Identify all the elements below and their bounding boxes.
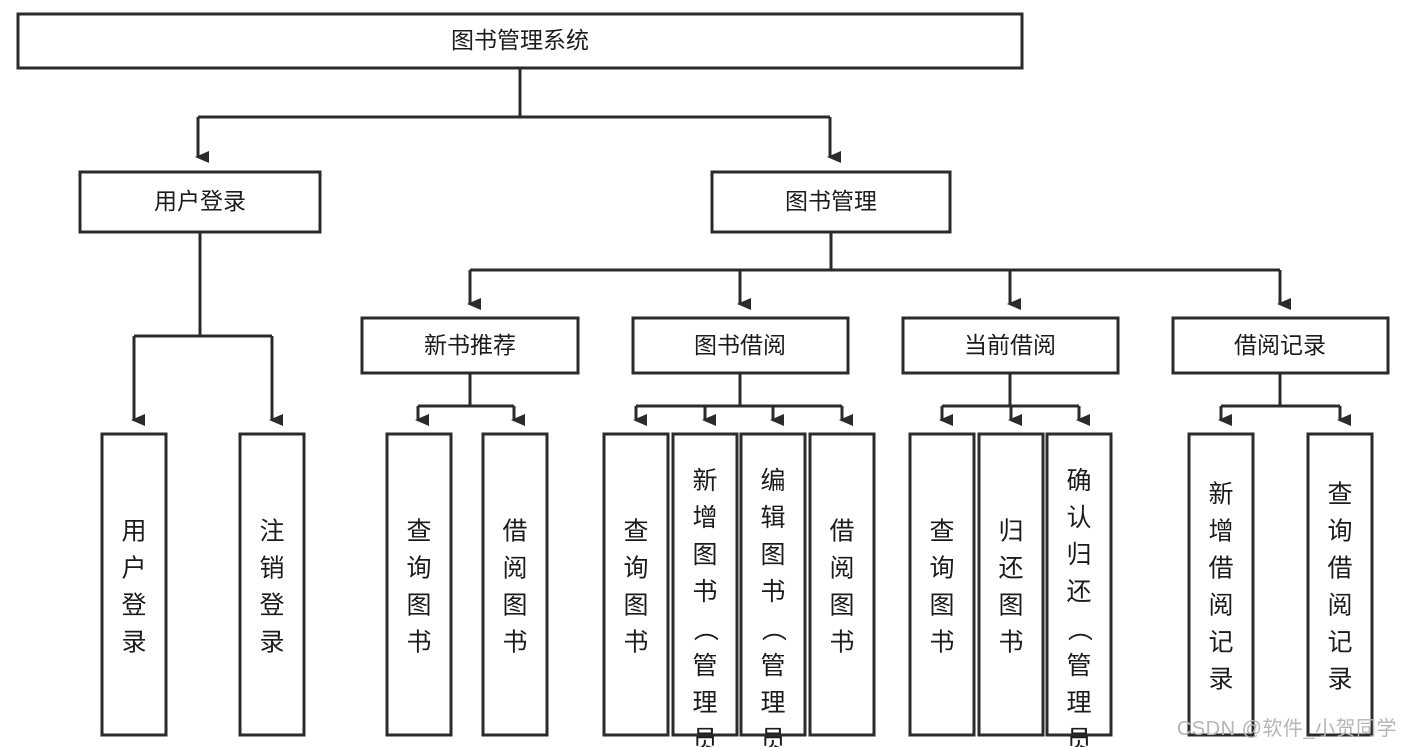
node-leaf-add-book[interactable]: 新增图书管理员 （）: [671, 432, 739, 747]
borrow-record-box[interactable]: [1171, 316, 1390, 375]
leaf-query-record-label: 查询借阅记录: [1327, 480, 1352, 693]
new-book-recommend-label: 新书推荐: [424, 332, 516, 358]
current-borrow-box[interactable]: [901, 316, 1120, 375]
leaf-borrow-book-2-label: 借阅图书: [829, 517, 854, 656]
current-borrow-label: 当前借阅: [964, 332, 1056, 358]
leaf-add-book-box[interactable]: [671, 432, 739, 737]
csdn-watermark: CSDN @软件_小贺同学: [1176, 718, 1397, 740]
node-leaf-borrow-book-2[interactable]: 借阅图书: [808, 432, 876, 737]
book-management-box[interactable]: [710, 170, 952, 234]
leaf-confirm-return-label: 确认归还管理员: [1066, 467, 1091, 747]
leaf-borrow-book-1-box[interactable]: [481, 432, 549, 737]
leaf-confirm-return-box[interactable]: [1045, 432, 1113, 737]
node-root[interactable]: 图书管理系统: [16, 12, 1024, 70]
connector-layer: [131, 68, 1351, 426]
leaf-add-book-label: 新增图书管理员: [692, 467, 717, 747]
node-leaf-query-book-2[interactable]: 查询图书: [602, 432, 670, 737]
leaf-edit-book-box[interactable]: [739, 432, 807, 737]
leaf-node-group: 用户登录 注销登录 查询图书 借阅图书 查询图书 新增图书管理员 （: [100, 432, 1374, 747]
node-leaf-query-book-1[interactable]: 查询图书: [385, 432, 453, 737]
node-book-borrow[interactable]: 图书借阅: [631, 316, 850, 375]
user-login-box[interactable]: [78, 170, 322, 234]
leaf-query-book-2-label: 查询图书: [623, 517, 648, 656]
node-book-management[interactable]: 图书管理: [710, 170, 952, 234]
node-leaf-return-book[interactable]: 归还图书: [977, 432, 1045, 737]
leaf-add-record-label: 新增借阅记录: [1208, 480, 1233, 693]
node-current-borrow[interactable]: 当前借阅: [901, 316, 1120, 375]
node-leaf-user-login[interactable]: 用户登录: [100, 432, 168, 737]
leaf-borrow-book-1-label: 借阅图书: [502, 517, 527, 656]
book-management-label: 图书管理: [785, 188, 877, 214]
book-borrow-box[interactable]: [631, 316, 850, 375]
leaf-query-book-1-label: 查询图书: [406, 517, 431, 656]
node-leaf-confirm-return[interactable]: 确认归还管理员 （）: [1045, 432, 1113, 747]
node-leaf-query-record[interactable]: 查询借阅记录: [1306, 432, 1374, 737]
node-leaf-add-record[interactable]: 新增借阅记录: [1187, 432, 1255, 737]
leaf-query-record-box[interactable]: [1306, 432, 1374, 737]
leaf-logout-login-box[interactable]: [238, 432, 306, 737]
book-borrow-label: 图书借阅: [694, 332, 786, 358]
leaf-return-book-box[interactable]: [977, 432, 1045, 737]
leaf-borrow-book-2-box[interactable]: [808, 432, 876, 737]
root-label: 图书管理系统: [451, 27, 589, 53]
leaf-query-book-3-label: 查询图书: [929, 517, 954, 656]
node-user-login[interactable]: 用户登录: [78, 170, 322, 234]
node-leaf-query-book-3[interactable]: 查询图书: [908, 432, 976, 737]
leaf-query-book-3-box[interactable]: [908, 432, 976, 737]
svg-text:（: （: [759, 616, 787, 641]
node-new-book-recommend[interactable]: 新书推荐: [360, 316, 580, 375]
node-borrow-record[interactable]: 借阅记录: [1171, 316, 1390, 375]
new-book-recommend-box[interactable]: [360, 316, 580, 375]
node-leaf-borrow-book-1[interactable]: 借阅图书: [481, 432, 549, 737]
svg-text:（: （: [1065, 616, 1093, 641]
node-leaf-edit-book[interactable]: 编辑图书管理员 （）: [739, 432, 807, 747]
leaf-user-login-box[interactable]: [100, 432, 168, 737]
leaf-query-book-1-box[interactable]: [385, 432, 453, 737]
leaf-return-book-label: 归还图书: [998, 517, 1023, 656]
user-login-label: 用户登录: [154, 188, 246, 214]
leaf-query-book-2-box[interactable]: [602, 432, 670, 737]
node-leaf-logout-login[interactable]: 注销登录: [238, 432, 306, 737]
leaf-logout-login-label: 注销登录: [259, 517, 284, 656]
root-box[interactable]: [16, 12, 1024, 70]
leaf-user-login-label: 用户登录: [121, 517, 146, 656]
leaf-edit-book-label: 编辑图书管理员: [760, 467, 785, 747]
leaf-add-record-box[interactable]: [1187, 432, 1255, 737]
svg-text:（: （: [691, 616, 719, 641]
borrow-record-label: 借阅记录: [1234, 332, 1326, 358]
